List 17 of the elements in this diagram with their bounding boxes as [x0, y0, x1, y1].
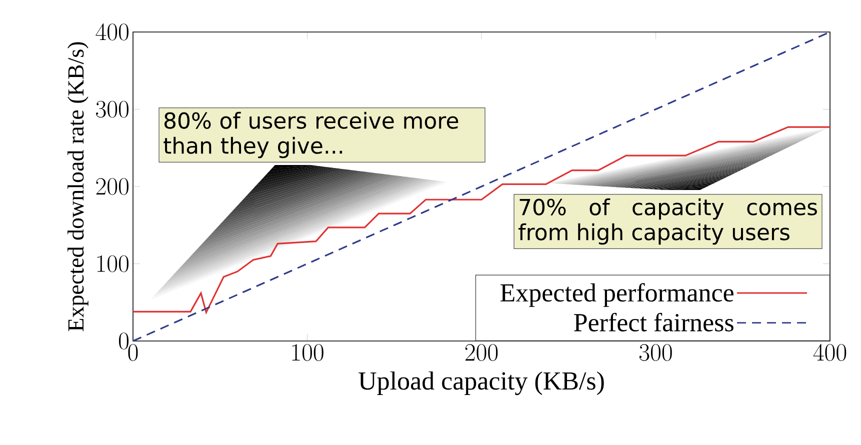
- callout: 80% of users receive more than they give...: [150, 108, 486, 300]
- y-tick-label: 400: [96, 23, 128, 40]
- y-tick-label: 200: [96, 178, 128, 195]
- x-tick-label: 200: [465, 344, 498, 361]
- legend-label: Perfect fairness: [574, 312, 734, 332]
- callout: 70% of capacity comes from high capacity users: [514, 127, 830, 249]
- x-tick-label: 300: [639, 344, 672, 361]
- y-axis-title: Expected download rate (KB/s): [68, 42, 88, 332]
- x-axis-title: Upload capacity (KB/s): [358, 371, 604, 396]
- y-tick-label: 0: [119, 332, 129, 350]
- x-tick-label: 100: [292, 344, 324, 361]
- legend-label: Expected performance: [500, 283, 734, 307]
- y-tick-label: 100: [97, 255, 128, 272]
- annotation: 70% of capacity comes from high capacity users: [518, 198, 817, 245]
- x-tick-label: 400: [813, 344, 846, 361]
- annotation: 80% of users receive more than they give...: [164, 112, 458, 158]
- y-tick-label: 300: [96, 100, 128, 118]
